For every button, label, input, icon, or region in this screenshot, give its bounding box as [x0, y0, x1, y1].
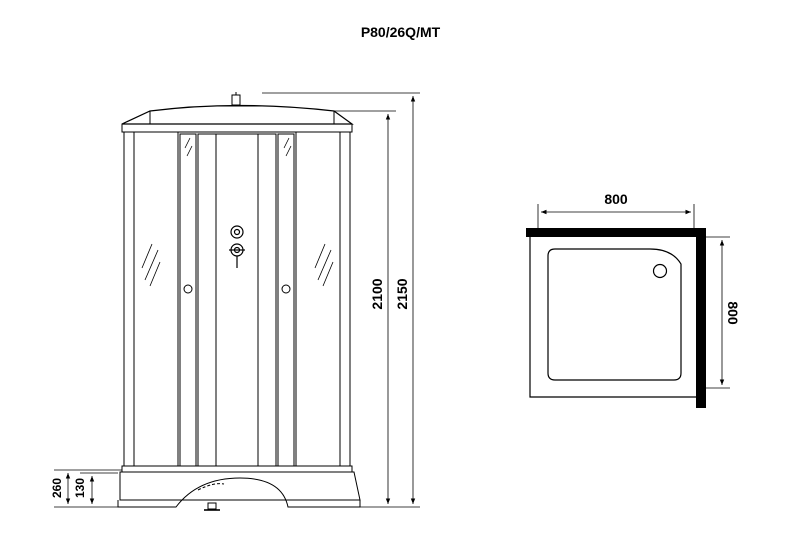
dim-tray-height: 130 — [73, 478, 87, 498]
dim-plan-width: 800 — [604, 191, 628, 207]
plan-tray-outline — [529, 237, 696, 398]
left-door — [179, 133, 197, 467]
right-side-panel — [339, 131, 351, 467]
plan-view — [526, 204, 730, 408]
shower-mixer — [229, 225, 245, 268]
plan-wall-top — [526, 228, 706, 237]
drain-foot — [207, 502, 217, 510]
dim-base-height: 260 — [50, 478, 64, 498]
right-door — [277, 133, 295, 467]
roof-canopy — [121, 104, 354, 125]
left-door-handle — [183, 284, 193, 294]
dim-plan-depth: 800 — [725, 301, 741, 325]
dim-height-inner: 2100 — [369, 278, 385, 309]
bottom-rail — [121, 465, 353, 473]
plan-tray-inner — [547, 248, 682, 381]
base-dimensions — [54, 469, 122, 508]
tray-base — [117, 477, 361, 508]
top-rail — [121, 123, 353, 133]
plan-drain — [652, 263, 668, 279]
plan-wall-right — [696, 228, 706, 408]
drawing-title: P80/26Q/MT — [360, 24, 441, 40]
center-panel — [197, 133, 277, 467]
glass-reflections — [141, 137, 334, 287]
height-dimensions — [262, 92, 420, 508]
right-door-handle — [281, 284, 291, 294]
shower-tray — [119, 471, 361, 501]
front-elevation — [117, 92, 361, 511]
dim-height-total: 2150 — [394, 278, 410, 309]
left-side-panel — [123, 131, 135, 467]
roof-vent — [231, 94, 241, 106]
